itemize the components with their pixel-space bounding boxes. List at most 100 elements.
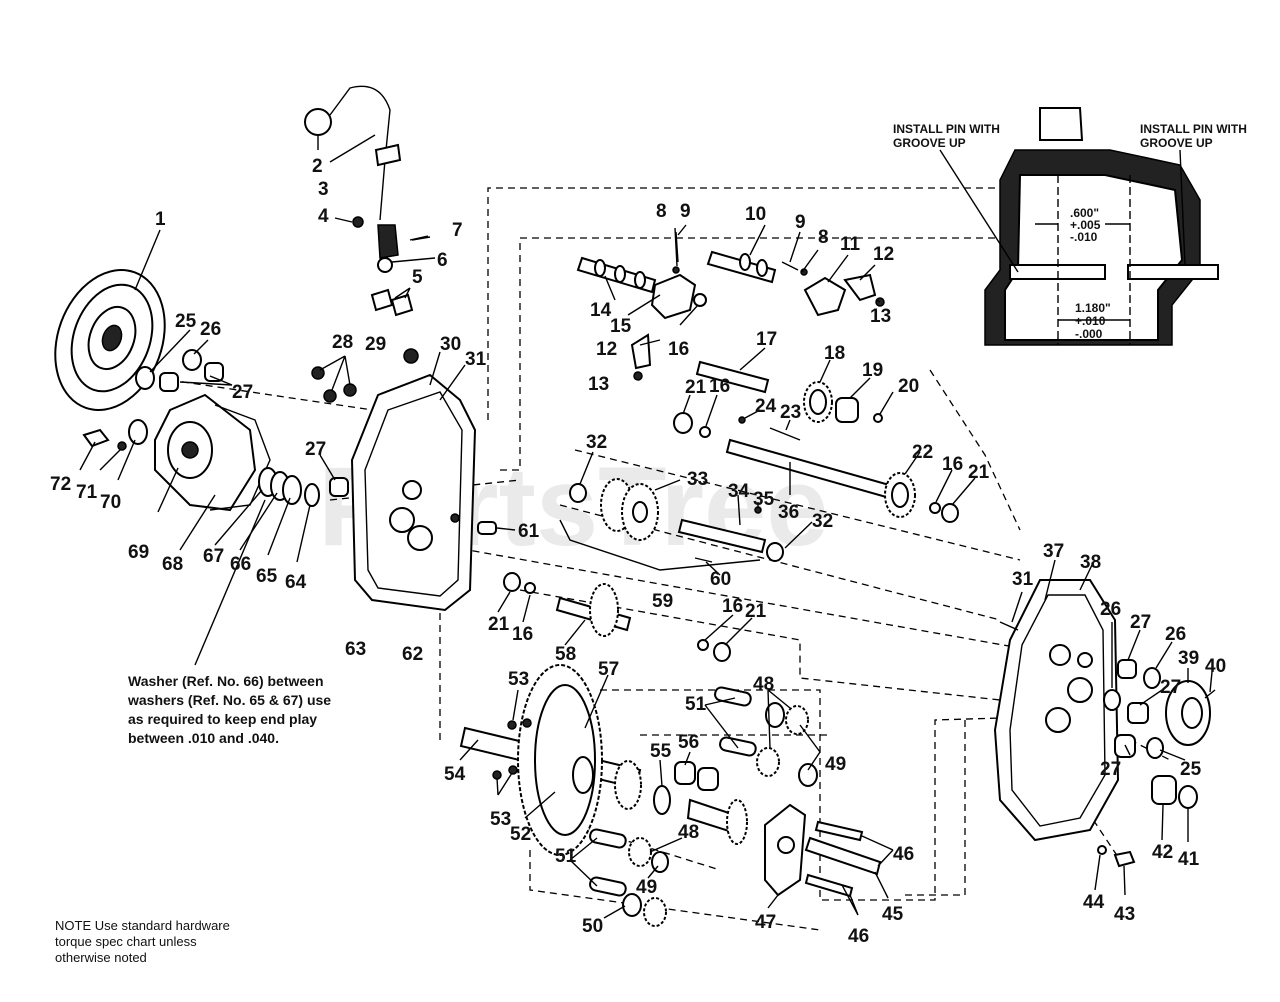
inset-right-note-2: GROOVE UP [1140,136,1213,150]
washer-70 [128,419,148,445]
washer-71 [117,441,127,451]
callout-48b: 48 [678,822,699,843]
callout-32a: 32 [586,432,607,453]
detail-inset [939,107,1219,346]
callout-60: 60 [710,569,731,590]
callout-30: 30 [440,334,461,355]
callout-38: 38 [1080,552,1101,573]
callout-64: 64 [285,572,307,593]
nut-53d [508,765,518,775]
callout-1: 1 [155,209,166,230]
callout-50: 50 [582,916,603,937]
callout-12b: 12 [596,339,617,360]
gear-48b [756,747,780,777]
callout-51a: 51 [685,694,707,715]
callout-44: 44 [1083,892,1105,913]
key-24 [738,416,746,424]
bushing-27b [204,362,224,382]
callout-16b: 16 [709,376,730,397]
bushing-56a [674,761,696,785]
callout-10: 10 [745,204,766,225]
callout-8a: 8 [656,201,667,222]
plate-hole [777,836,795,854]
pin-60 [694,557,713,563]
callout-15: 15 [610,316,632,337]
nut-4 [352,216,364,228]
washer-65 [282,475,302,505]
washer-16e [697,639,709,651]
gear-47b [726,799,748,845]
washer-21b [941,503,959,523]
dim-a-1: .600" [1070,206,1099,220]
hardware-note-line: otherwise noted [55,950,147,965]
callout-21d: 21 [745,601,767,622]
leader-lines [79,134,1213,919]
callout-16e: 16 [722,596,743,617]
callout-71: 71 [76,482,98,503]
end-play-note-line: as required to keep end play [128,711,318,727]
washer-16a [693,293,707,307]
callout-57: 57 [598,659,619,680]
bushing-27d [1117,659,1137,679]
pin-51b [719,736,757,757]
callout-31b: 31 [1012,569,1034,590]
hardware-note-line: torque spec chart unless [55,934,197,949]
washer-21a [673,412,693,434]
callout-2: 2 [312,156,323,177]
callout-20: 20 [898,376,919,397]
callout-13b: 13 [588,374,609,395]
callout-43: 43 [1114,904,1135,925]
screw-40 [1204,689,1216,699]
nut-53b [522,718,532,728]
spring-9b [781,261,799,271]
callout-58: 58 [555,644,576,665]
callout-25b: 25 [1180,759,1202,780]
callout-27e: 27 [1100,759,1121,780]
inset-right-note-1: INSTALL PIN WITH [1140,122,1247,136]
pin-51d [589,876,627,897]
callout-67: 67 [203,546,224,567]
bolt-46b [804,873,854,898]
callout-16d: 16 [512,624,533,645]
callout-61: 61 [518,521,540,542]
callout-68: 68 [162,554,183,575]
callout-46b: 46 [848,926,869,947]
callout-16a: 16 [668,339,689,360]
dim-a-2: +.005 [1070,218,1101,232]
callout-66: 66 [230,554,251,575]
shift-fork-11 [803,276,847,317]
callout-11: 11 [840,234,861,255]
nut-28b [323,389,337,403]
washer-32a [569,483,587,503]
callout-46a: 46 [893,844,914,865]
callout-59: 59 [652,591,673,612]
callouts: 1 2 3 4 5 6 7 8 8 9 9 10 11 12 12 13 13 … [50,156,1226,947]
shift-fork-15 [650,273,697,320]
ball-8a [672,266,680,274]
callout-26b: 26 [1100,599,1121,620]
end-play-note-line: between .010 and .040. [128,730,279,746]
gear-22 [884,472,916,518]
gear-50 [622,893,642,917]
callout-69: 69 [128,542,149,563]
callout-37: 37 [1043,541,1064,562]
pulley [54,269,166,411]
bushing-49a [765,702,785,728]
pin-23 [769,427,801,441]
bolt-46a [814,820,864,842]
callout-26c: 26 [1165,624,1186,645]
shift-lever [304,85,402,221]
callout-9b: 9 [795,212,806,233]
nut-28c [343,383,357,397]
dim-b-1: 1.180" [1075,301,1111,315]
callout-51b: 51 [555,846,577,867]
clip-5a [370,288,394,312]
bracket-12b [630,333,652,370]
callout-21a: 21 [685,377,707,398]
callout-28: 28 [332,332,353,353]
callout-72: 72 [50,474,71,495]
left-housing [350,373,477,612]
callout-32b: 32 [812,511,833,532]
callout-41: 41 [1178,849,1200,870]
gear-cluster-33 [600,478,659,541]
